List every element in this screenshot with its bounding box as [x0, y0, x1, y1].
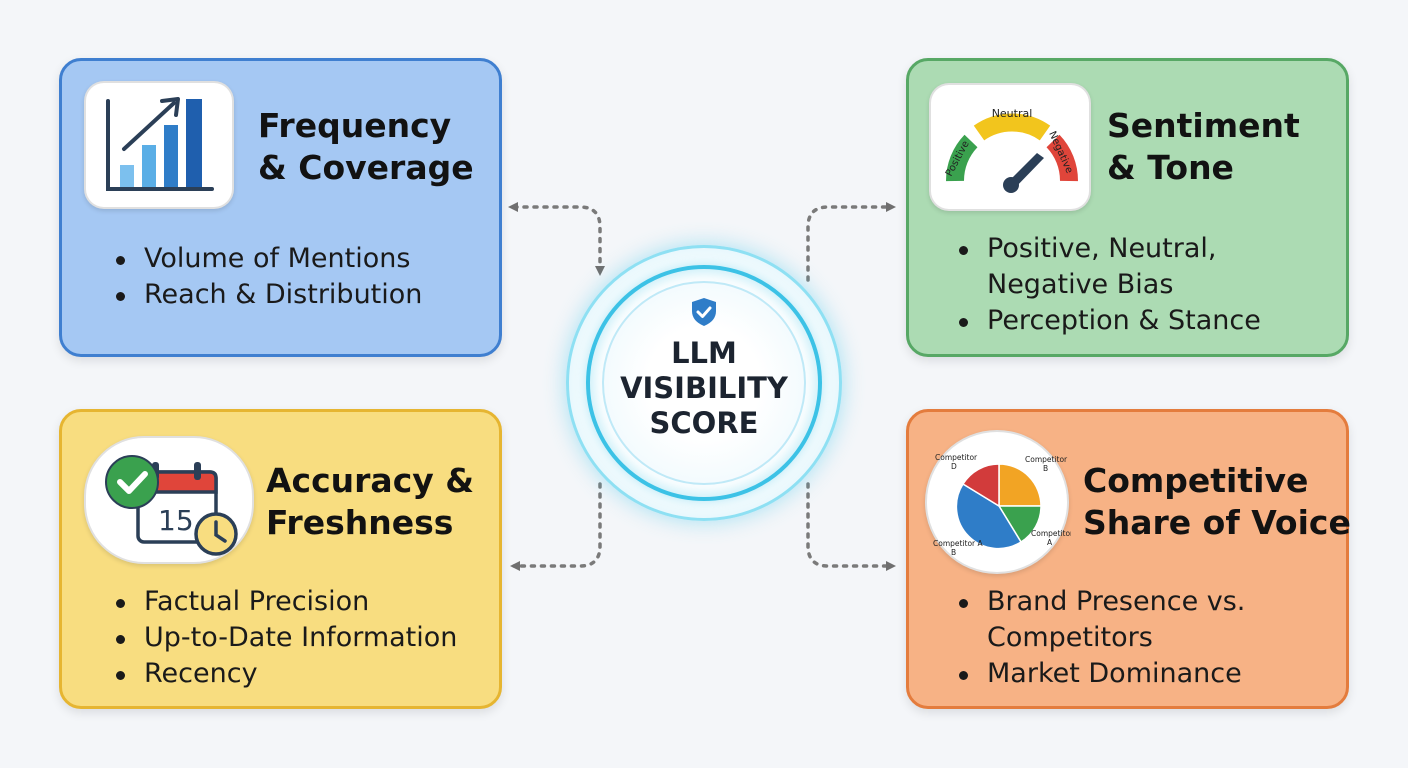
- sentiment-gauge-icon: Neutral Positive Negative: [929, 83, 1091, 211]
- gauge-label-neutral: Neutral: [992, 107, 1033, 120]
- pie-label-b: Competitor: [1025, 455, 1068, 464]
- card-sentiment-tone: Neutral Positive Negative Sentiment & To…: [906, 58, 1349, 357]
- competitive-title: Competitive Share of Voice: [1083, 461, 1351, 542]
- pie-label-ab: Competitor A: [933, 539, 984, 548]
- bullet-item: Up-to-Date Information: [116, 620, 457, 656]
- bullet-item: Volume of Mentions: [116, 241, 422, 277]
- card-accuracy-freshness: 15 Accuracy & Freshness Factual Precisio…: [59, 409, 502, 709]
- calendar-day: 15: [158, 504, 194, 537]
- card-competitive-share: Competitor D Competitor B Competitor A C…: [906, 409, 1351, 709]
- score-title: LLM VISIBILITY SCORE: [620, 336, 788, 440]
- bullet-item: Factual Precision: [116, 584, 457, 620]
- svg-text:B: B: [1043, 464, 1048, 473]
- bullet-item: Perception & Stance: [959, 303, 1261, 339]
- connector-sentiment: [806, 202, 896, 282]
- svg-text:B: B: [951, 548, 956, 557]
- pie-label-d: Competitor: [935, 453, 978, 462]
- card-frequency-coverage: Frequency & Coverage Volume of Mentions …: [59, 58, 502, 357]
- bullet-item-continuation: Competitors: [987, 622, 1153, 653]
- sentiment-title: Sentiment & Tone: [1107, 106, 1300, 187]
- bar-chart-trend-icon: [84, 81, 234, 209]
- connector-accuracy: [510, 482, 602, 571]
- accuracy-bullets: Factual Precision Up-to-Date Information…: [116, 584, 457, 692]
- pie-label-a: Competitor: [1031, 529, 1071, 538]
- connector-competitive: [806, 482, 896, 571]
- bullet-item: Positive, Neutral,: [959, 231, 1261, 267]
- accuracy-title: Accuracy & Freshness: [266, 461, 475, 542]
- svg-text:A: A: [1047, 538, 1053, 547]
- svg-text:D: D: [951, 462, 957, 471]
- bullet-item: Recency: [116, 656, 457, 692]
- score-inner-ring: [586, 265, 822, 501]
- connector-frequency: [508, 202, 605, 276]
- pie-chart-icon: Competitor D Competitor B Competitor A C…: [925, 430, 1071, 574]
- bullet-item-continuation: Negative Bias: [987, 269, 1174, 300]
- bullet-item: Reach & Distribution: [116, 277, 422, 313]
- frequency-bullets: Volume of Mentions Reach & Distribution: [116, 241, 422, 313]
- frequency-title: Frequency & Coverage: [258, 106, 474, 187]
- shield-check-icon: [692, 298, 716, 326]
- calendar-check-clock-icon: 15: [84, 436, 254, 564]
- competitive-bullets: Brand Presence vs. Competitors Market Do…: [959, 584, 1245, 692]
- bullet-item: Market Dominance: [959, 656, 1245, 692]
- bullet-item: Brand Presence vs.: [959, 584, 1245, 620]
- sentiment-bullets: Positive, Neutral, Negative Bias Percept…: [959, 231, 1261, 339]
